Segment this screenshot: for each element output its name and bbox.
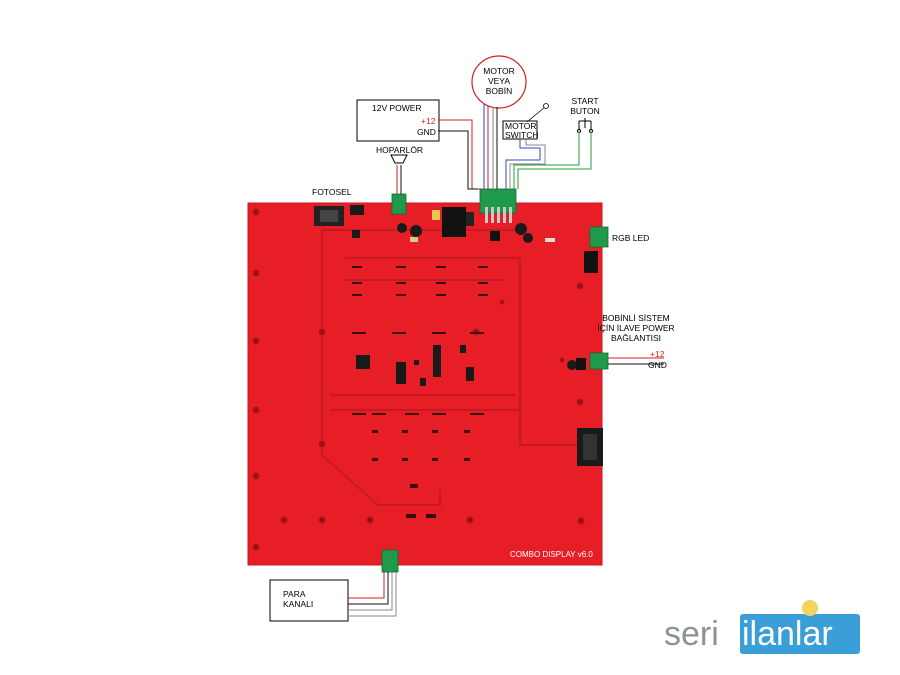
start-buton-label: START BUTON [567, 96, 603, 116]
start-label-line: BUTON [570, 106, 600, 116]
start-button-symbol [577, 118, 593, 133]
motor-switch-line: MOTOR [505, 121, 537, 131]
top-components [314, 205, 603, 466]
ic-chips [356, 345, 474, 386]
power-gnd-label: GND [417, 127, 436, 137]
fotosel-label: FOTOSEL [312, 187, 352, 197]
motor-circle [471, 55, 527, 109]
watermark-logo: seri ilanlar [664, 600, 874, 656]
pushpin-icon [802, 600, 818, 616]
motor-label-line: BOBİN [485, 86, 513, 96]
watermark-ilanlar: ilanlar [742, 615, 833, 653]
pcb-traces-2 [330, 279, 520, 411]
bobinli-sistem-label: BOBİNLİ SİSTEM İÇİN İLAVE POWER BAĞLANTI… [595, 313, 677, 343]
power-plus12-label: +12 [421, 116, 436, 126]
para-kanali-box [269, 579, 349, 622]
motor-veya-bobin-label: MOTOR VEYA BOBİN [480, 66, 518, 96]
motor-switch-label: MOTOR SWITCH [505, 122, 539, 140]
watermark-seri: seri [664, 615, 719, 653]
power-box-title: 12V POWER [372, 103, 422, 113]
bobinli-line: BAĞLANTISI [610, 333, 662, 343]
para-kanali-label: PARA KANALI [283, 589, 313, 609]
speaker-symbol [390, 154, 408, 194]
power-box [356, 99, 440, 142]
para-line: PARA [283, 589, 306, 599]
bobinli-line: BOBİNLİ SİSTEM [602, 313, 670, 323]
component-rows [352, 266, 488, 518]
extra-plus12-label: +12 [650, 349, 665, 359]
motor-label-line: VEYA [487, 76, 511, 86]
bobinli-line: İÇİN İLAVE POWER [597, 323, 675, 333]
start-label-line: START [571, 96, 599, 106]
motor-label-line: MOTOR [483, 66, 515, 76]
hoparlor-label: HOPARLÖR [376, 145, 424, 155]
rgb-led-label: RGB LED [612, 233, 650, 243]
para-line: KANALI [283, 599, 314, 609]
extra-gnd-label: GND [648, 360, 667, 370]
watermark-ilanlar-box: ilanlar [740, 614, 860, 654]
board-name-label: COMBO DISPLAY v6.0 [510, 550, 593, 559]
motor-switch-line: SWITCH [505, 130, 539, 140]
terminal-pins [485, 207, 512, 223]
